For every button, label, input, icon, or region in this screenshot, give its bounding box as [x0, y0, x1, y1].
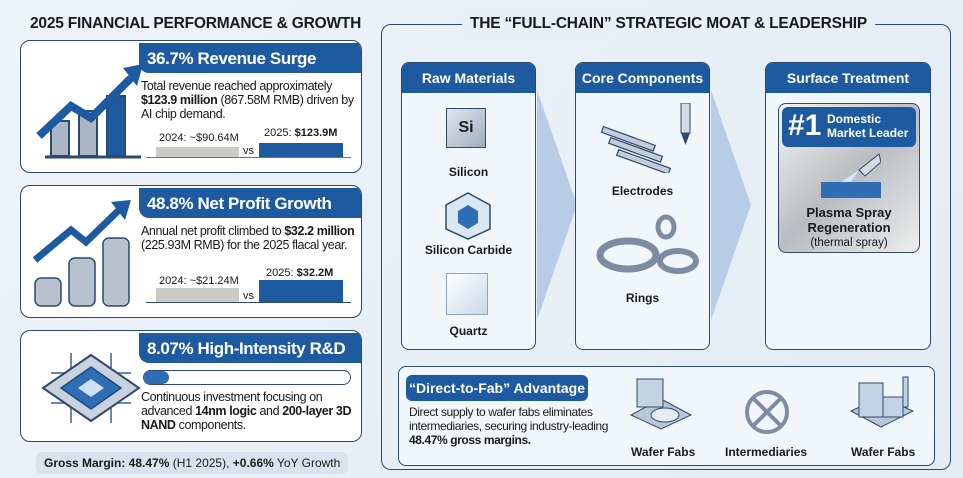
raw-materials-column: Raw Materials Si Silicon Silicon Carbide… — [401, 62, 536, 350]
profit-heading: 48.8% Net Profit Growth — [139, 188, 361, 218]
chevron-right-icon — [537, 90, 577, 320]
core-components-column: Core Components Electrodes Rings — [575, 62, 710, 350]
rd-progress-fill — [144, 371, 169, 384]
market-leader-badge: #1 Domestic Market Leader Plasma Spray R… — [778, 103, 920, 253]
profit-2024-label: 2024: ~$21.24M — [159, 275, 239, 287]
core-components-header: Core Components — [576, 63, 709, 93]
rising-bar-chart-icon — [36, 64, 143, 159]
revenue-2025-bar — [259, 143, 343, 157]
gross-margin-banner: Gross Margin: 48.47% (H1 2025), +0.66% Y… — [36, 452, 349, 474]
factory-icon — [849, 376, 915, 428]
moat-section-title: THE “FULL-CHAIN” STRATEGIC MOAT & LEADER… — [462, 15, 876, 33]
coin-stacks-icon — [32, 200, 131, 307]
silicon-cube-icon: Si — [446, 108, 486, 148]
rd-heading: 8.07% High-Intensity R&D — [139, 333, 361, 363]
revenue-2024-bar — [156, 146, 239, 157]
plasma-spray-icon — [821, 153, 881, 198]
wafer-fab-equipment-icon — [629, 378, 693, 430]
surface-treatment-column: Surface Treatment #1 Domestic Market Lea… — [765, 62, 931, 350]
revenue-2024-label: 2024: ~$90.64M — [159, 132, 239, 144]
revenue-2025-label: 2025: $123.9M — [264, 127, 338, 139]
crossed-circle-icon — [745, 390, 789, 434]
rings-icon — [596, 214, 699, 274]
rd-description: Continuous investment focusing on advanc… — [141, 390, 352, 432]
rank-label: Domestic Market Leader — [827, 112, 909, 140]
profit-2024-bar — [156, 287, 239, 302]
raw-materials-header: Raw Materials — [402, 63, 535, 93]
profit-2025-label: 2025: $32.2M — [266, 267, 334, 279]
rings-label: Rings — [625, 291, 660, 305]
quartz-label: Quartz — [449, 324, 488, 338]
direct-to-fab-box: “Direct-to-Fab” Advantage Direct supply … — [398, 366, 935, 466]
revenue-description: Total revenue reached approximately $123… — [141, 79, 354, 121]
vs-label: vs — [243, 290, 254, 302]
electrodes-label: Electrodes — [611, 184, 674, 198]
intermediaries-label: Intermediaries — [725, 445, 808, 459]
vs-label: vs — [243, 145, 254, 157]
electrodes-icon — [600, 103, 691, 173]
rd-progress-bar — [143, 370, 351, 385]
profit-2025-bar — [259, 280, 343, 302]
silicon-carbide-label: Silicon Carbide — [424, 243, 513, 257]
profit-description: Annual net profit climbed to $32.2 milli… — [141, 224, 355, 252]
direct-to-fab-heading: “Direct-to-Fab” Advantage — [406, 375, 588, 401]
microchip-icon — [41, 353, 141, 423]
chevron-right-icon — [711, 90, 751, 320]
service-label: Plasma Spray Regeneration — [806, 205, 892, 235]
rd-card: 8.07% High-Intensity R&D Continuous inve… — [20, 330, 362, 442]
financial-section-title: 2025 FINANCIAL PERFORMANCE & GROWTH — [30, 15, 362, 32]
wafer-fabs-label: Wafer Fabs — [631, 445, 696, 459]
profit-card: 48.8% Net Profit Growth Annual net profi… — [20, 185, 362, 318]
wafer-fabs-label: Wafer Fabs — [851, 445, 916, 459]
silicon-carbide-crystal-icon — [445, 192, 491, 240]
revenue-card: 36.7% Revenue Surge Total revenue reache… — [20, 40, 362, 173]
rank-number: #1 — [788, 109, 822, 142]
quartz-cube-icon — [446, 273, 488, 315]
revenue-heading: 36.7% Revenue Surge — [139, 43, 361, 73]
service-note: (thermal spray) — [810, 237, 888, 249]
direct-to-fab-description: Direct supply to wafer fabs eliminates i… — [409, 405, 609, 447]
silicon-label: Silicon — [448, 165, 489, 179]
surface-treatment-header: Surface Treatment — [766, 63, 930, 93]
